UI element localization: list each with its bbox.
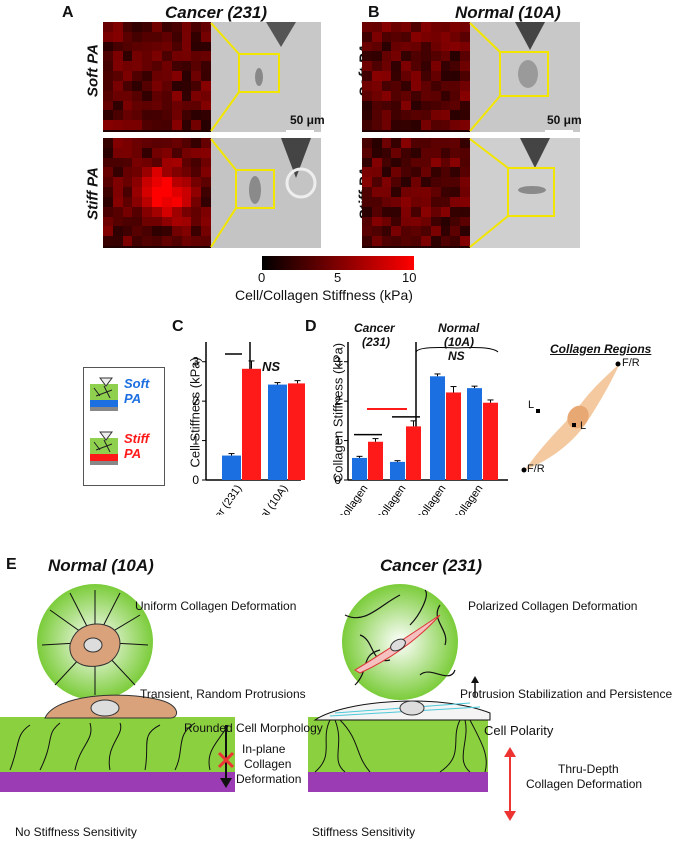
scale-bar-a: 50 μm	[290, 113, 325, 127]
schematic-normal-title: Normal (10A)	[48, 556, 154, 575]
text-sensitivity: Stiffness Sensitivity	[312, 825, 416, 839]
legend-stiff: Stiff PA	[124, 431, 150, 461]
text-thru-2: Collagen Deformation	[526, 777, 643, 791]
y-tick-label: 0	[192, 473, 199, 487]
stiff-pa-icon	[90, 431, 118, 465]
panel-e-label: E	[6, 556, 17, 573]
x-tick-label: Cancer (231)	[198, 483, 245, 515]
y-tick-label: 3	[192, 355, 199, 369]
chart-c-ylabel: Cell Stiffness (kPa)	[187, 357, 203, 468]
x-tick-label: L Collagen	[331, 483, 371, 515]
regions-title: Collagen Regions	[550, 342, 652, 356]
panel-d-label: D	[305, 318, 317, 335]
bar	[446, 392, 461, 480]
bar	[368, 441, 383, 480]
bar	[268, 384, 287, 480]
collagen-regions-cell	[521, 361, 621, 473]
micrograph-normal-stiff	[470, 138, 580, 248]
group-normal-line2: (10A)	[444, 335, 475, 349]
text-inplane-3: Deformation	[236, 772, 302, 786]
scale-bar-b: 50 μm	[547, 113, 582, 127]
schematic-drawing	[0, 584, 516, 821]
bar	[222, 455, 241, 480]
soft-pa-icon	[90, 377, 118, 411]
text-uniform: Uniform Collagen Deformation	[135, 599, 297, 613]
bar	[467, 388, 482, 480]
panel-a-label: A	[62, 4, 74, 21]
text-inplane-2: Collagen	[244, 757, 292, 771]
x-tick-label: L Collagen	[409, 483, 449, 515]
micrograph-cancer-stiff	[211, 138, 321, 248]
text-rounded: Rounded Cell Morphology	[184, 721, 323, 735]
colorbar	[262, 256, 414, 270]
zoom-lines	[210, 22, 509, 248]
panel-c-label: C	[172, 318, 184, 335]
group-cancer-line2: (231)	[362, 335, 391, 349]
text-polarized: Polarized Collagen Deformation	[468, 599, 638, 613]
chart-c-ns: NS	[262, 359, 281, 374]
legend-box: Soft PA Stiff PA	[83, 367, 165, 486]
region-fr-bottom: F/R	[527, 463, 545, 475]
y-tick-label: 2	[334, 394, 341, 408]
bar	[352, 457, 367, 480]
heatmap-cancer-soft	[103, 22, 212, 132]
colorbar-tick-5: 5	[334, 270, 342, 285]
bar	[288, 383, 305, 480]
y-tick-label: 1	[192, 434, 199, 448]
schematic-cancer-title: Cancer (231)	[380, 556, 483, 575]
text-polarity: Cell Polarity	[484, 723, 554, 738]
bar	[242, 368, 261, 480]
group-normal-line1: Normal	[438, 321, 480, 335]
text-protrusion: Protrusion Stabilization and Persistence	[460, 687, 673, 701]
text-no-sensitivity: No Stiffness Sensitivity	[15, 825, 137, 839]
text-inplane-1: In-plane	[242, 742, 286, 756]
normal-title: Normal (10A)	[455, 3, 561, 22]
cancer-title: Cancer (231)	[165, 3, 268, 22]
region-l-left: L	[528, 399, 535, 411]
x-tick-label: F/R Collagen	[439, 483, 486, 515]
legend-soft: Soft PA	[124, 376, 150, 406]
chart-d-ylabel: Collagen Stiffness (kPa)	[330, 342, 346, 483]
bar	[483, 402, 498, 480]
y-tick-label: 2	[192, 394, 199, 408]
text-thru-1: Thru-Depth	[558, 762, 619, 776]
bar	[390, 461, 405, 480]
heatmap-normal-soft	[362, 22, 471, 132]
panel-b-label: B	[368, 4, 380, 21]
y-tick-label: 1	[334, 434, 341, 448]
group-cancer-line1: Cancer	[354, 321, 395, 335]
ns-brace	[415, 347, 499, 353]
region-l-right: L	[580, 420, 587, 432]
colorbar-label: Cell/Collagen Stiffness (kPa)	[235, 287, 413, 303]
text-transient: Transient, Random Protrusions	[140, 687, 306, 701]
bar	[406, 426, 421, 480]
y-tick-label: 3	[334, 355, 341, 369]
micrograph-cancer-soft	[211, 22, 321, 132]
y-tick-label: 0	[334, 473, 341, 487]
colorbar-tick-10: 10	[402, 270, 417, 285]
bar	[430, 376, 445, 480]
region-fr-top: F/R	[622, 357, 640, 369]
x-tick-label: F/R Collagen	[362, 483, 409, 515]
colorbar-tick-0: 0	[258, 270, 266, 285]
micrograph-normal-soft	[470, 22, 580, 132]
group-normal-ns: NS	[448, 349, 465, 363]
x-tick-label: Normal (10A)	[243, 483, 290, 515]
heatmap-cancer-stiff	[103, 138, 212, 248]
heatmap-normal-stiff	[362, 138, 471, 248]
